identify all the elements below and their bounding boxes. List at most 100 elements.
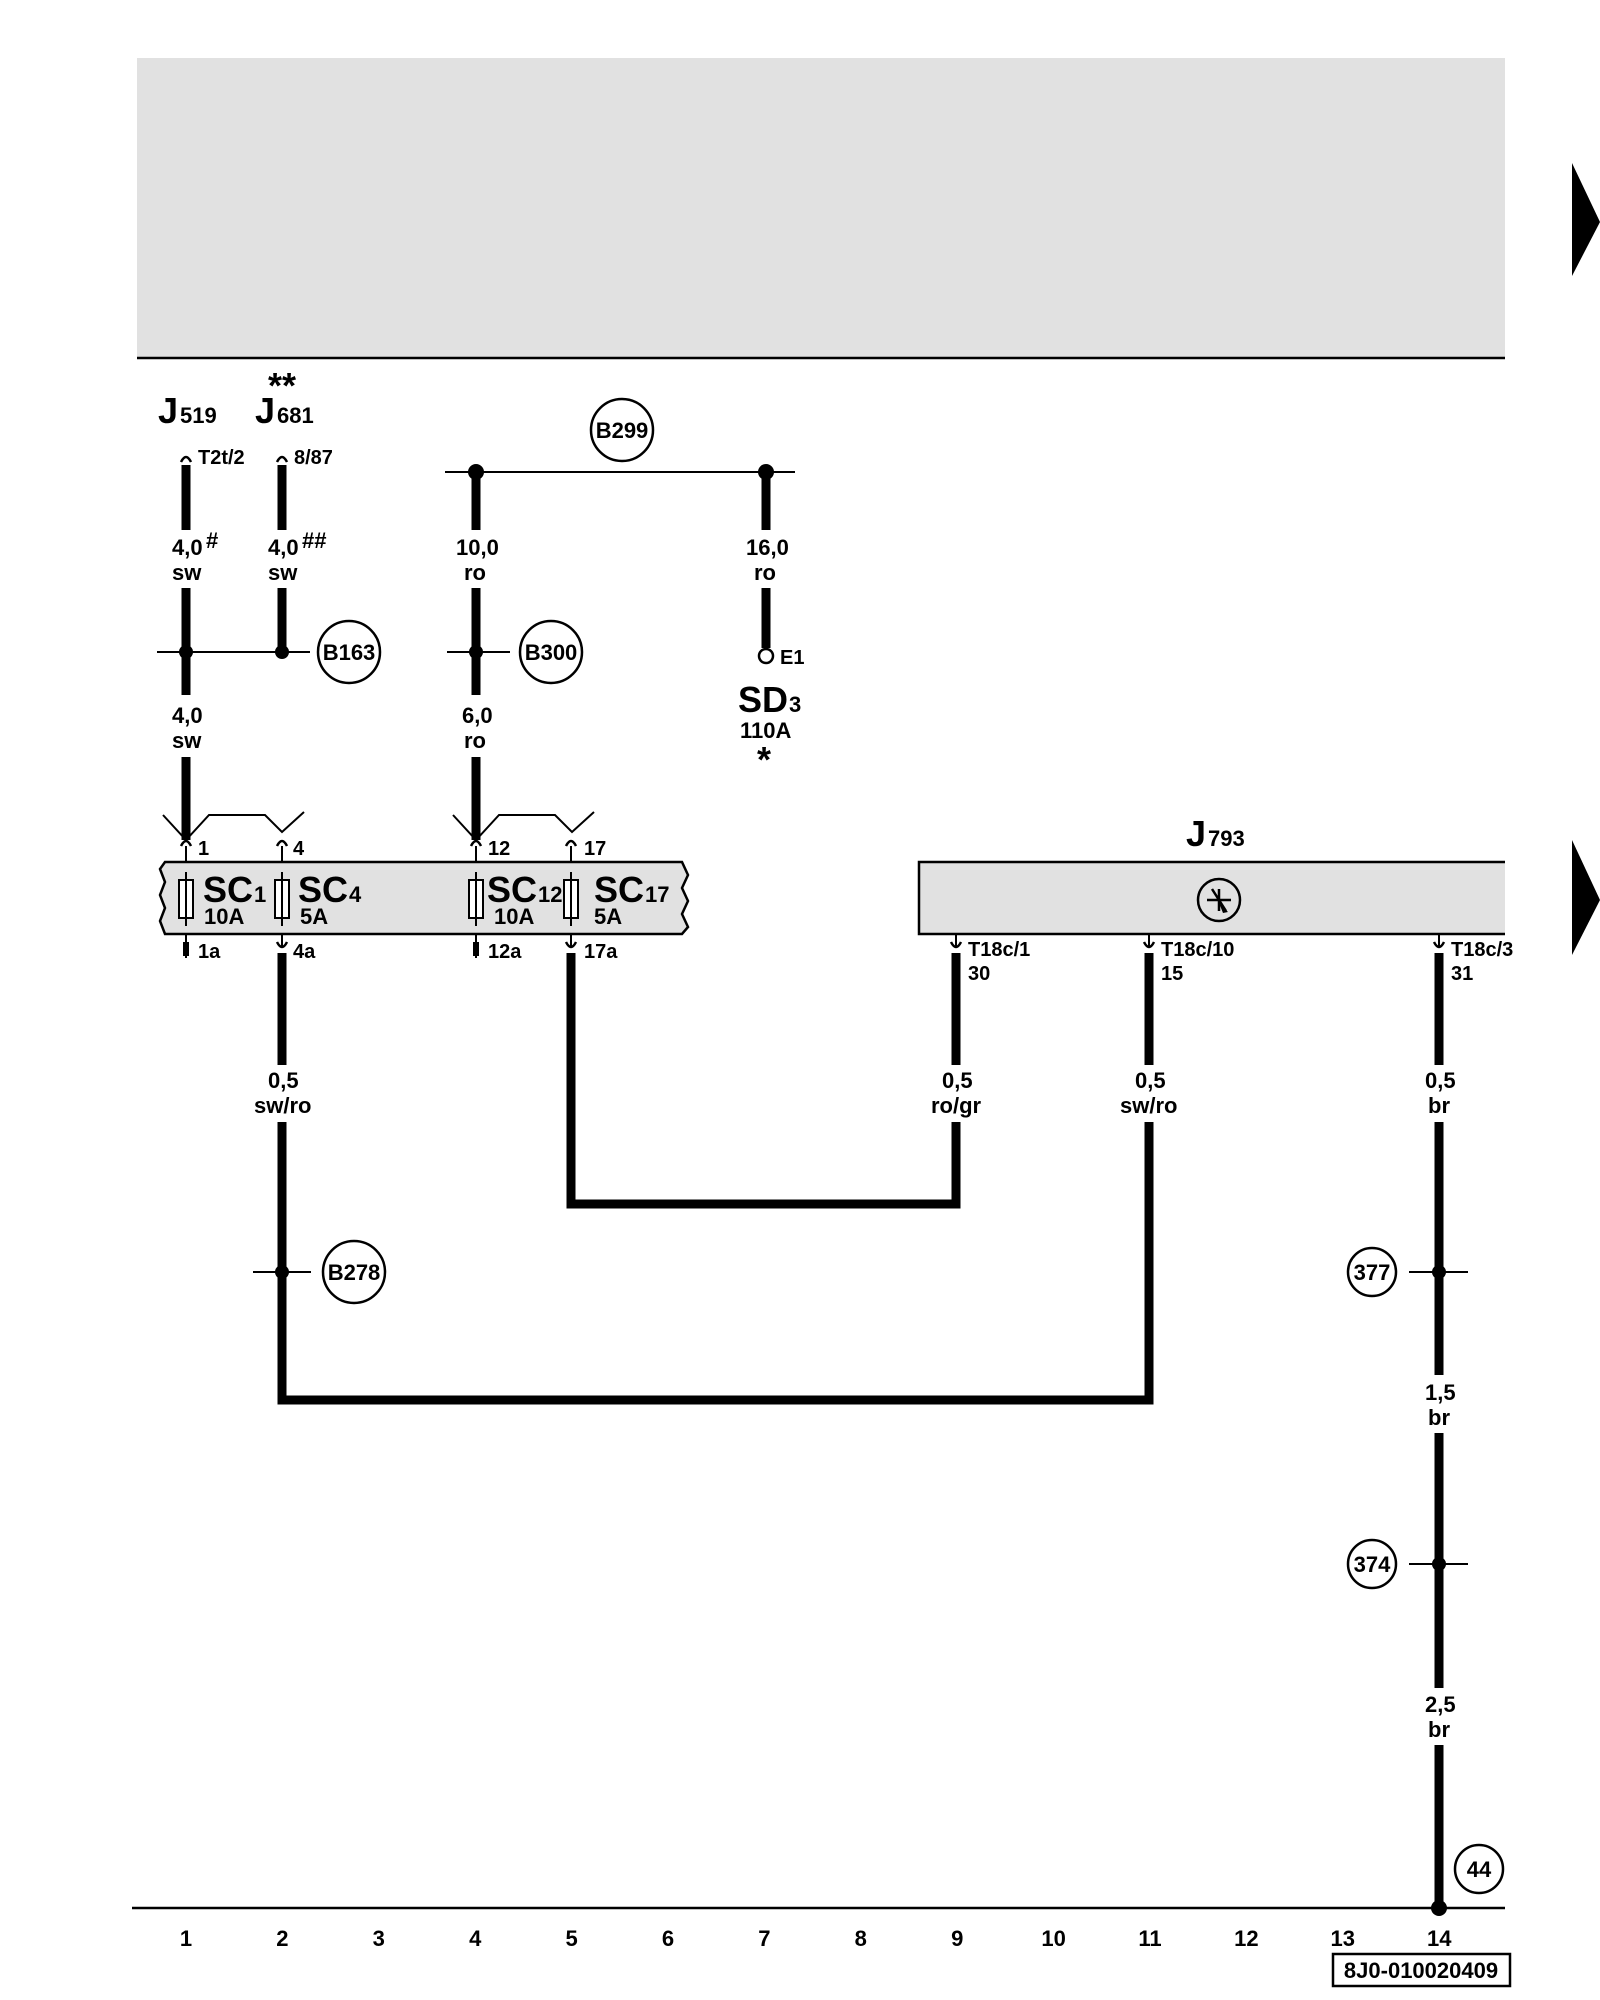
fuse-out-pin: 4a [293,941,316,963]
ground-point-44-label: 44 [1467,1857,1492,1882]
grid-number: 5 [565,1926,577,1951]
sd3-label: SD3 [738,679,801,720]
splice-374 [1346,1538,1398,1590]
fuse-sc17-rating: 5A [594,904,622,929]
fuse-sc17-label: SC17 [594,869,670,910]
fuse-sc4-rating: 5A [300,904,328,929]
grid-number: 9 [951,1926,963,1951]
pin-marker [949,941,963,949]
splice-b299 [589,397,655,463]
grid-number: 10 [1041,1926,1065,1951]
splice-b163 [316,619,382,685]
grid-number: 8 [855,1926,867,1951]
j519-label: J519 [158,390,217,431]
fuse-sc1-label: SC1 [203,869,266,910]
wire-size: 4,0 [172,703,203,728]
fuse-bridge [162,811,305,842]
connector-t18c10-pin: T18c/10 [1161,939,1234,961]
splice-b300 [518,619,584,685]
grid-number: 11 [1138,1926,1161,1951]
j681-mark: ** [268,365,296,406]
wire-color: sw [172,728,202,753]
header-shaded-area [137,58,1505,358]
splice-377-label: 377 [1354,1260,1391,1285]
control-unit-icon [1207,888,1231,912]
grid-number: 4 [469,1926,482,1951]
j793-box [917,860,1505,936]
wire-size: 4,0 [172,535,203,560]
sd3-pin-label: E1 [780,647,804,669]
j681-label: J681 [255,390,314,431]
pin-marker [275,839,289,847]
connector-t18c1-pin: T18c/1 [968,939,1030,961]
ground-point-44 [1453,1843,1505,1895]
wire-size: 2,5 [1425,1692,1456,1717]
pin-marker [179,839,193,847]
connector-t18c3-term: 31 [1451,963,1473,985]
connector-t18c3-pin: T18c/3 [1451,939,1513,961]
fuse-in-pin: 1 [198,838,209,860]
fuse-in-pin: 4 [293,838,305,860]
fuse-out-pin: 1a [198,941,221,963]
wire-color: sw [268,560,298,585]
splice-b300-label: B300 [525,640,578,665]
doc-id: 8J0-010020409 [1344,1958,1498,1983]
wire-color: br [1428,1093,1450,1118]
wire-sc4-out [277,1122,1154,1405]
wire-color: ro [754,560,776,585]
connector-t18c10-term: 15 [1161,963,1183,985]
wire-mark: # [206,528,218,553]
fuse-in-pin: 12 [488,838,510,860]
fuse-sc1-rating: 10A [204,904,244,929]
next-page-arrow-icon[interactable] [1572,840,1600,955]
grid-number: 12 [1234,1926,1258,1951]
fuse-in-pin: 17 [584,838,606,860]
wire-size: 0,5 [942,1068,973,1093]
wire-size: 16,0 [746,535,789,560]
splice-b163-label: B163 [323,640,376,665]
wire-size: 0,5 [1135,1068,1166,1093]
wire-sc17-out [566,1065,961,1209]
connector-t18c1-term: 30 [968,963,990,985]
wire-size: 4,0 [268,535,299,560]
splice-dot [1432,1557,1446,1571]
sd3-terminal [757,647,775,665]
wire-color: sw [172,560,202,585]
j519-pin-label: T2t/2 [198,447,245,469]
pin-marker [469,839,483,847]
wire-size: 0,5 [268,1068,299,1093]
grid-number: 2 [276,1926,288,1951]
wire-color: ro/gr [931,1093,982,1118]
fuse-out-stub [183,942,189,956]
wire-size: 10,0 [456,535,499,560]
splice-377 [1346,1246,1398,1298]
fuse-out-pin: 17a [584,941,618,963]
fuse-holder [158,860,690,936]
pin-marker [275,455,289,463]
wire-color: ro [464,728,486,753]
wire-size: 6,0 [462,703,493,728]
pin-marker [564,839,578,847]
j681-pin-label: 8/87 [294,447,333,469]
wire-color: sw/ro [254,1093,311,1118]
wire-color: ro [464,560,486,585]
grid-number: 1 [180,1926,192,1951]
fuse-out-stub [473,942,479,956]
grid-number: 14 [1427,1926,1452,1951]
fuse-sc12-rating: 10A [494,904,534,929]
wire-color: br [1428,1405,1450,1430]
grid-number: 7 [758,1926,770,1951]
j793-label: J793 [1186,813,1245,854]
wire-size: 0,5 [1425,1068,1456,1093]
splice-dot [1432,1265,1446,1279]
splice-b278 [321,1239,387,1305]
next-page-arrow-icon[interactable] [1572,163,1600,276]
sd3-rating: 110A [740,718,791,743]
control-unit-icon [1219,903,1228,913]
sd3-mark: * [757,739,771,780]
wire-color: sw/ro [1120,1093,1177,1118]
wire-color: br [1428,1717,1450,1742]
grid-number: 3 [373,1926,385,1951]
splice-dot [275,1265,289,1279]
